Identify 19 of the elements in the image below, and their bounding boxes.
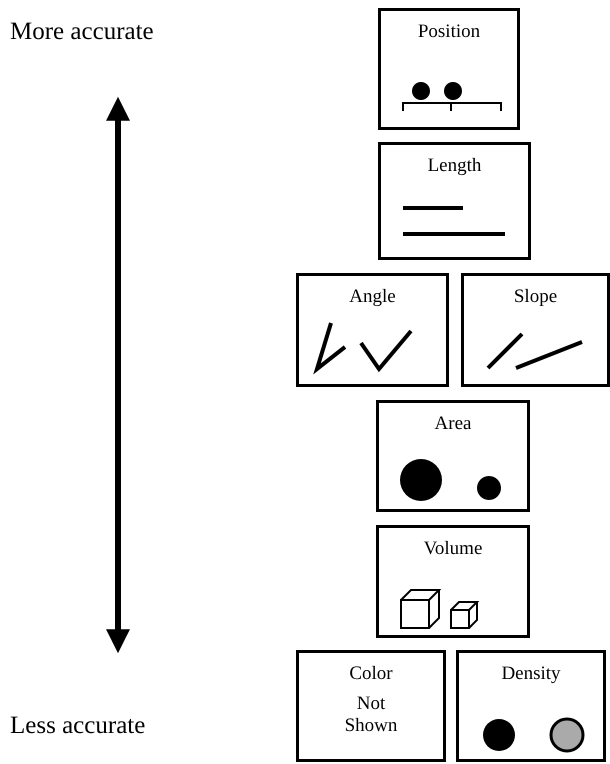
encoding-card	[296, 273, 449, 387]
encoding-card	[456, 650, 606, 762]
card-note: Not Shown	[344, 693, 398, 737]
encoding-card	[378, 142, 531, 260]
card-title: Angle	[349, 286, 396, 308]
encoding-card	[461, 273, 610, 387]
encoding-card	[296, 650, 446, 762]
axis-label: More accurate	[10, 18, 154, 46]
card-title: Area	[434, 413, 472, 435]
card-title: Volume	[424, 538, 482, 560]
axis-label: Less accurate	[10, 712, 146, 740]
card-title: Slope	[514, 286, 558, 308]
card-title: Position	[418, 21, 480, 43]
encoding-card	[376, 525, 530, 638]
encoding-card	[376, 400, 530, 512]
encoding-card	[378, 8, 520, 130]
card-title: Length	[428, 155, 482, 177]
card-title: Density	[501, 663, 561, 685]
card-title: Color	[349, 663, 393, 685]
